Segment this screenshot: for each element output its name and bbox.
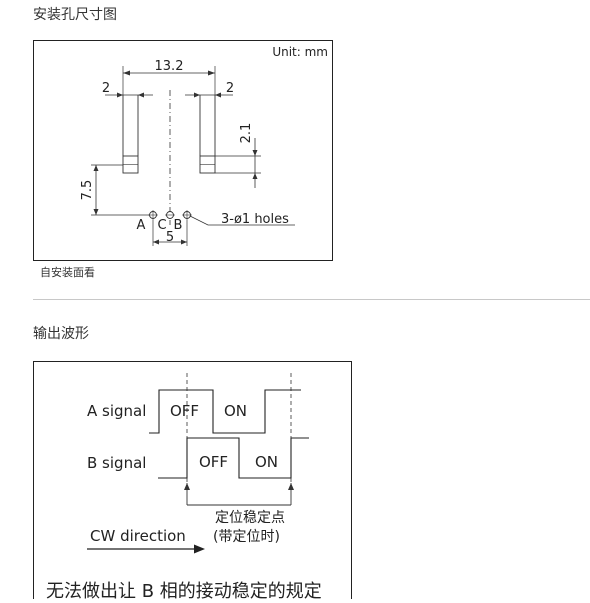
mounting-hole-diagram: Unit: mm 13.2 2 2 2.1 7.5 A C B (33, 40, 333, 261)
b-signal-label: B signal (87, 454, 146, 472)
cw-direction-label: CW direction (90, 527, 186, 545)
a-off-label: OFF (170, 402, 199, 420)
a-signal-label: A signal (87, 402, 146, 420)
section-divider (33, 299, 590, 300)
dim-hole-span-label: 5 (166, 230, 174, 245)
holes-leader-line (189, 215, 295, 226)
section-title-output-waveform: 输出波形 (33, 326, 89, 342)
section-title-mounting-holes: 安装孔尺寸图 (33, 7, 117, 23)
a-on-label: ON (224, 402, 247, 420)
dim-pin-length-label: 2.1 (239, 123, 254, 144)
dim-right-pin-label: 2 (226, 81, 234, 96)
bottom-note: 无法做出让 B 相的接动稳定的规定 (46, 581, 322, 602)
dim-width-label: 13.2 (155, 59, 184, 74)
unit-label: Unit: mm (272, 45, 328, 59)
stable-point-label: 定位稳定点 (215, 510, 285, 526)
hole-label-b: B (174, 218, 183, 233)
stable-point-note: (带定位时) (213, 529, 280, 545)
waveform-frame (33, 361, 352, 599)
diagram-frame (33, 40, 333, 261)
dim-left-pin-label: 2 (102, 81, 110, 96)
b-off-label: OFF (199, 453, 228, 471)
b-signal-waveform (158, 437, 309, 479)
output-waveform-diagram: A signal OFF ON B signal OFF ON 定位稳定点 (带… (33, 361, 352, 599)
b-on-label: ON (255, 453, 278, 471)
holes-note: 3-ø1 holes (221, 212, 289, 227)
cw-direction-arrowhead (194, 544, 205, 554)
hole-label-a: A (137, 218, 146, 233)
a-signal-waveform (149, 389, 301, 434)
hole-label-c: C (157, 218, 166, 233)
mounting-view-caption: 自安装面看 (40, 266, 95, 279)
dim-height-label: 7.5 (80, 180, 95, 201)
